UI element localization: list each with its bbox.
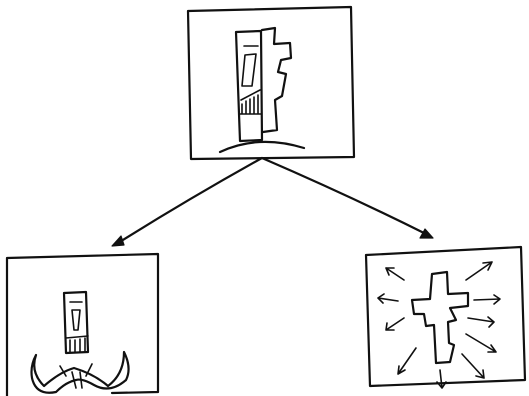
ground-mound	[220, 142, 304, 152]
grip-eye	[70, 302, 82, 330]
top-panel	[188, 7, 354, 159]
cross-with-totem-icon	[220, 28, 304, 152]
ray-arrows	[378, 262, 500, 388]
arrow-shaft	[262, 158, 426, 234]
ray-mid-right	[468, 317, 494, 327]
cross-shape	[412, 272, 468, 363]
bottom-right-panel	[366, 247, 525, 388]
ray-down-right	[462, 354, 484, 378]
arrow-shaft	[118, 158, 262, 243]
grip-wrap	[66, 336, 88, 352]
ray-right	[474, 295, 500, 304]
ray-up-left	[386, 268, 404, 280]
bottom-left-panel	[7, 254, 158, 396]
ray-up-right	[466, 262, 492, 280]
jagged-cross	[262, 28, 291, 132]
ray-down	[437, 370, 446, 388]
totem-mouth	[240, 90, 261, 114]
radiating-cross-icon	[378, 262, 500, 388]
arrowhead-right-icon	[420, 229, 433, 238]
bottom-left-panel-frame	[7, 254, 158, 396]
arrowhead-left-icon	[112, 236, 124, 246]
ray-down-left	[398, 348, 416, 374]
top-panel-frame	[188, 7, 354, 159]
totem-face	[242, 46, 258, 86]
arrow-to-left	[112, 158, 262, 246]
ray-left	[378, 294, 398, 303]
sword-hilt-icon	[32, 292, 129, 393]
ray-lower-right	[466, 334, 496, 352]
arrow-to-right	[262, 158, 433, 238]
ray-mid-left	[386, 318, 404, 330]
